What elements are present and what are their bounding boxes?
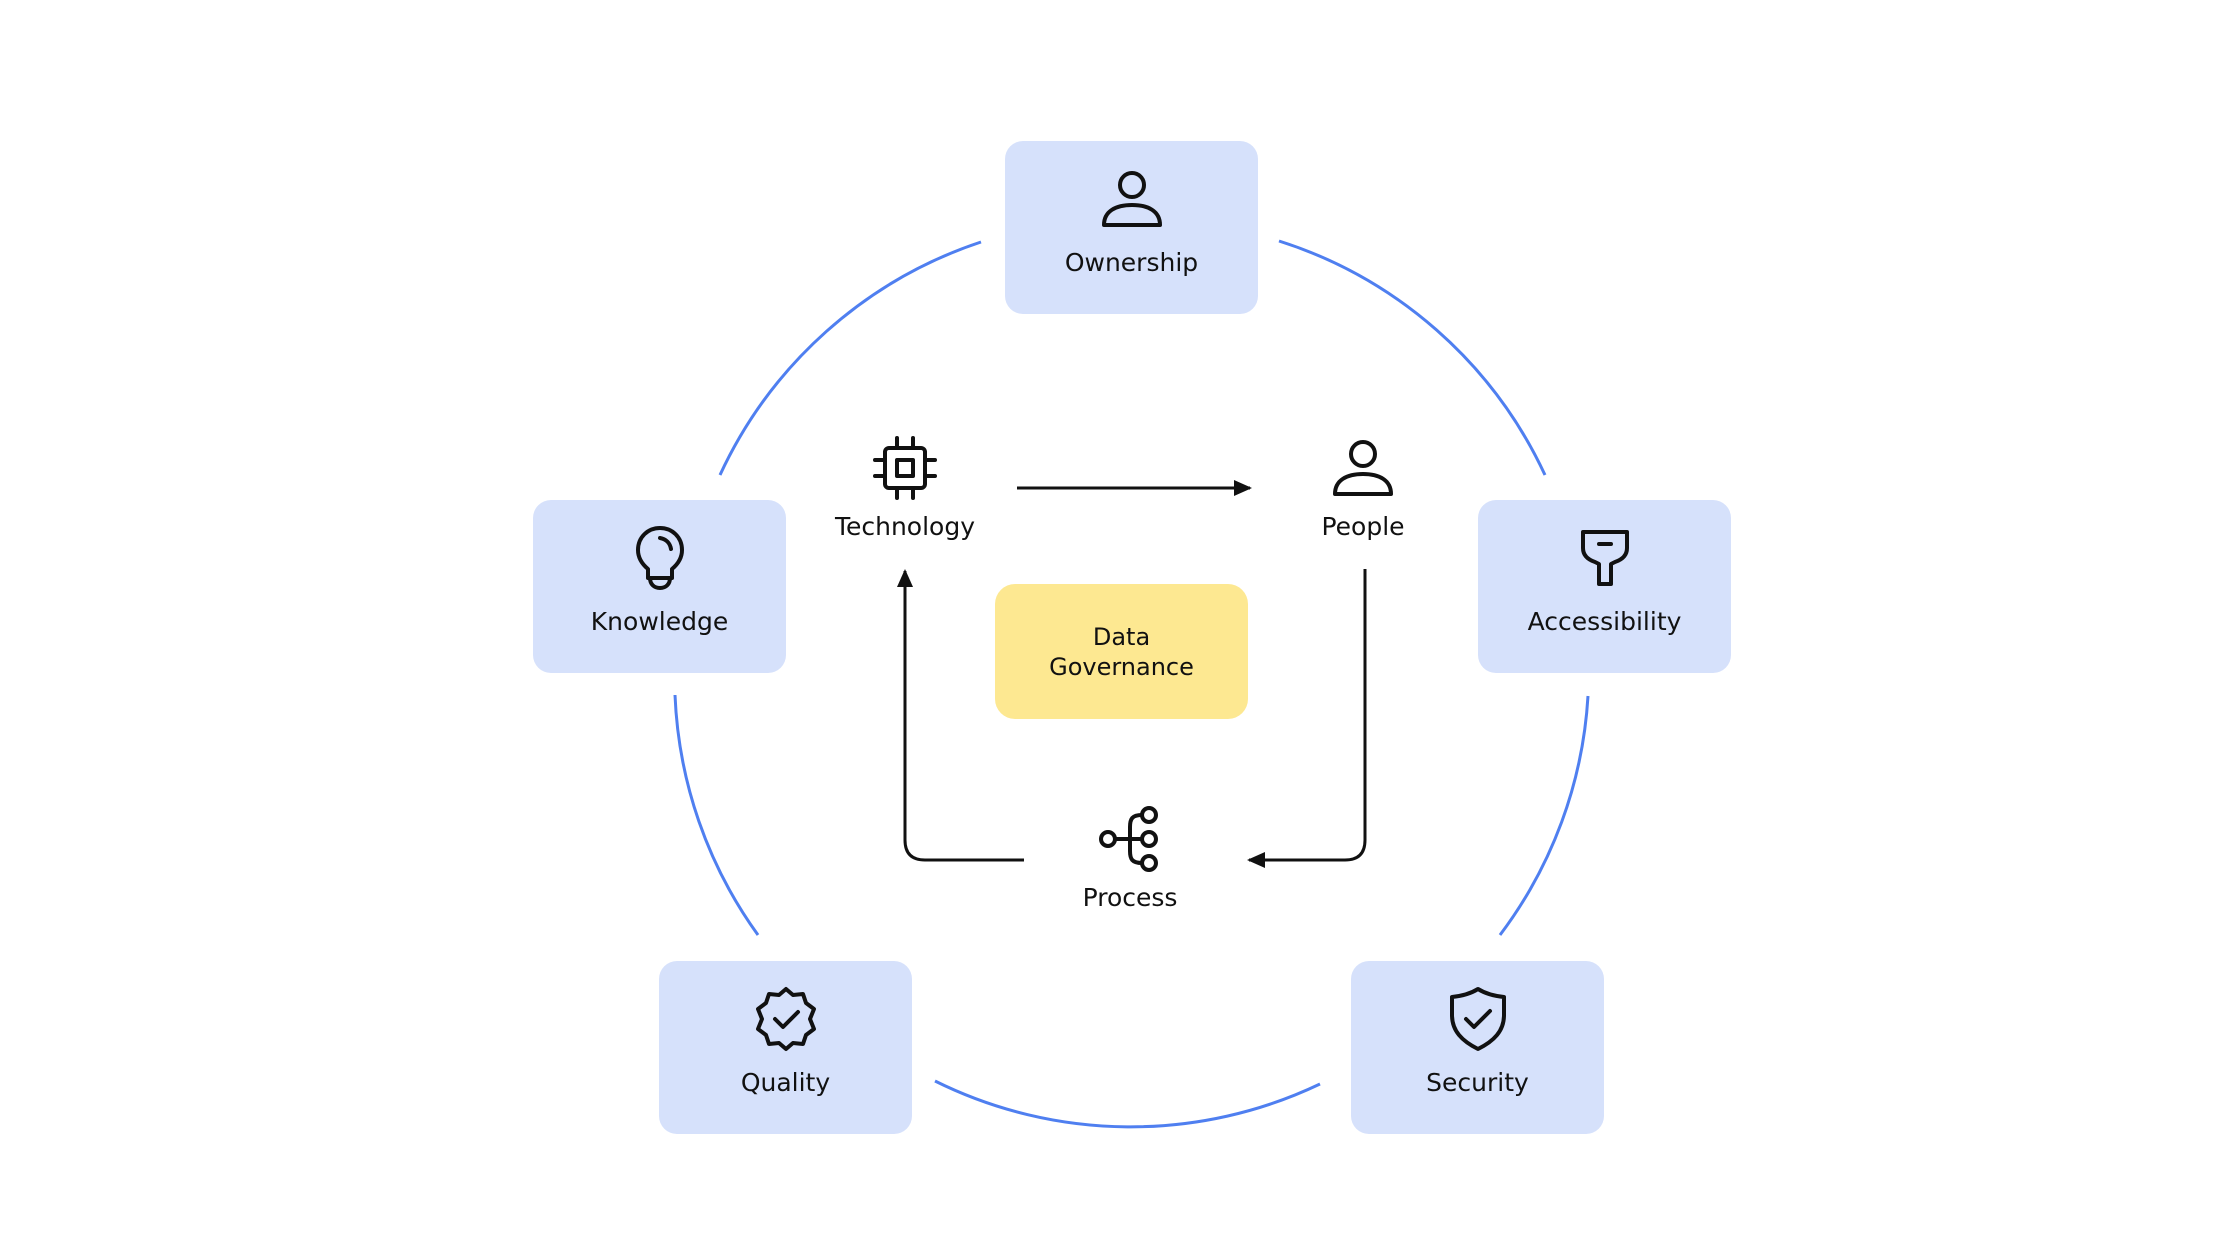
flow-tree-icon — [1099, 806, 1158, 872]
ring-arc-security-quality — [934, 1079, 1321, 1129]
ring-arc-accessibility-security — [1498, 695, 1590, 936]
pillar-security: Security — [1351, 961, 1604, 1134]
chip-icon — [873, 436, 937, 500]
ring-arc-knowledge-ownership — [718, 240, 982, 476]
pillar-label-quality: Quality — [740, 1068, 831, 1097]
cycle-label-people: People — [1321, 512, 1405, 541]
center-data-governance: Data Governance — [995, 584, 1248, 719]
arrow-process-to-technology — [897, 569, 1024, 862]
badge-check-icon — [755, 987, 816, 1051]
cycle-label-process: Process — [1082, 883, 1178, 912]
center-label: Data Governance — [1049, 622, 1194, 681]
cycle-node-technology: Technology — [805, 432, 1005, 552]
pillar-label-security: Security — [1426, 1068, 1529, 1097]
ring-arc-quality-knowledge — [673, 694, 760, 936]
ring-arc-ownership-accessibility — [1278, 239, 1547, 476]
pillar-label-accessibility: Accessibility — [1527, 607, 1682, 636]
pillar-label-knowledge: Knowledge — [590, 607, 729, 636]
outer-ring — [673, 239, 1590, 1129]
pillar-quality: Quality — [659, 961, 912, 1134]
pillar-ownership: Ownership — [1005, 141, 1258, 314]
arrow-people-to-process — [1247, 569, 1367, 868]
pillar-accessibility: Accessibility — [1478, 500, 1731, 673]
cycle-label-technology: Technology — [834, 512, 976, 541]
pillar-knowledge: Knowledge — [533, 500, 786, 673]
cycle-node-people: People — [1263, 432, 1463, 552]
key-icon — [1580, 530, 1629, 586]
shield-check-icon — [1449, 987, 1506, 1051]
cycle-arrows — [897, 480, 1367, 868]
cycle-node-process: Process — [1030, 803, 1230, 923]
person-icon — [1101, 171, 1162, 227]
person-icon — [1333, 440, 1393, 496]
lightbulb-icon — [635, 526, 684, 590]
pillar-label-ownership: Ownership — [1064, 248, 1199, 277]
